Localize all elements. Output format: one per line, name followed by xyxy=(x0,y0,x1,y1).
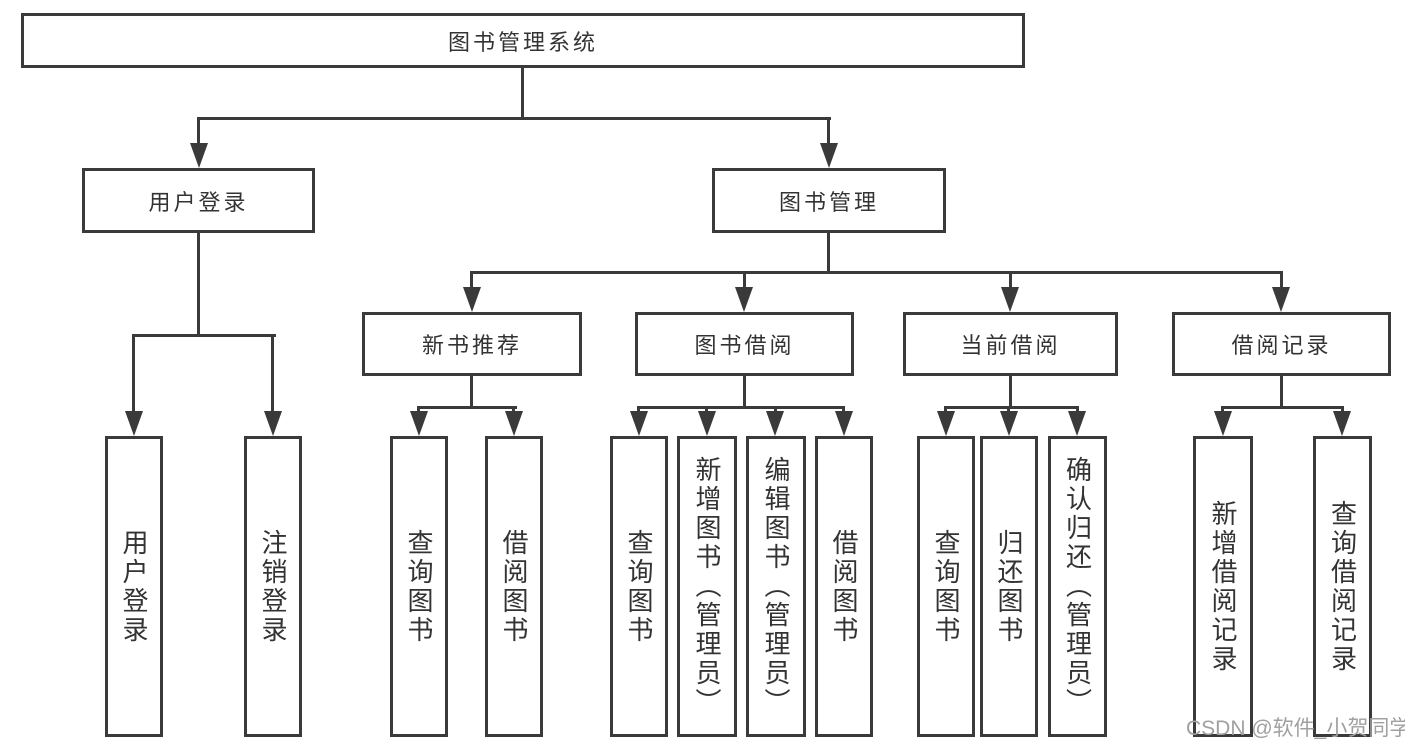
connector-line xyxy=(470,374,473,408)
arrow-down-icon xyxy=(1001,287,1019,312)
csdn-watermark: CSDN @软件_小贺同学 xyxy=(1186,717,1405,740)
node-new-book-recommend-label: 新书推荐 xyxy=(421,333,522,358)
connector-line xyxy=(1009,374,1012,408)
connector-line xyxy=(944,406,947,414)
connector-line xyxy=(1076,406,1079,414)
node-user-login: 用户登录 xyxy=(82,168,315,233)
connector-line xyxy=(470,271,473,289)
leaf-logout-label: 注销登录 xyxy=(258,528,288,645)
arrow-down-icon xyxy=(698,411,716,436)
leaf-borrow-borrow-books-label: 借阅图书 xyxy=(829,528,859,645)
arrow-down-icon xyxy=(264,411,282,436)
leaf-user-login-label: 用户登录 xyxy=(119,528,149,645)
arrow-down-icon xyxy=(630,411,648,436)
connector-line xyxy=(1221,406,1344,409)
leaf-current-return-books: 归还图书 xyxy=(980,436,1038,737)
leaf-current-query-books-label: 查询图书 xyxy=(931,528,961,645)
connector-line xyxy=(470,271,1283,274)
node-book-borrow: 图书借阅 xyxy=(635,312,854,376)
arrow-down-icon xyxy=(735,287,753,312)
connector-line xyxy=(197,117,831,120)
node-book-management: 图书管理 xyxy=(712,168,946,233)
leaf-borrow-add-books-admin-label: 新增图书（管理员） xyxy=(692,456,722,717)
connector-line xyxy=(743,374,746,408)
connector-line xyxy=(1341,406,1344,414)
node-current-borrow-label: 当前借阅 xyxy=(960,333,1061,358)
connector-line xyxy=(637,406,640,414)
connector-line xyxy=(743,271,746,289)
node-new-book-recommend: 新书推荐 xyxy=(362,312,582,376)
node-library-system-label: 图书管理系统 xyxy=(447,29,598,55)
leaf-current-confirm-return-admin-label: 确认归还（管理员） xyxy=(1062,456,1093,717)
leaf-records-add-record-label: 新增借阅记录 xyxy=(1208,499,1238,674)
connector-line xyxy=(1280,271,1283,289)
connector-line xyxy=(1009,271,1012,289)
connector-line xyxy=(271,334,274,412)
leaf-user-login: 用户登录 xyxy=(105,436,163,737)
connector-line xyxy=(842,406,845,414)
arrow-down-icon xyxy=(937,411,955,436)
arrow-down-icon xyxy=(835,411,853,436)
connector-line xyxy=(132,334,135,412)
leaf-borrow-edit-books-admin: 编辑图书（管理员） xyxy=(746,436,806,737)
connector-line xyxy=(197,230,200,336)
node-library-system: 图书管理系统 xyxy=(21,13,1025,68)
leaf-current-query-books: 查询图书 xyxy=(917,436,975,737)
connector-line xyxy=(1280,374,1283,408)
arrow-down-icon xyxy=(190,143,208,168)
leaf-records-query-record-label: 查询借阅记录 xyxy=(1327,499,1358,674)
connector-line xyxy=(705,406,708,414)
arrow-down-icon xyxy=(1333,411,1351,436)
leaf-newbooks-query-books: 查询图书 xyxy=(390,436,448,737)
leaf-logout: 注销登录 xyxy=(244,436,302,737)
connector-line xyxy=(132,334,276,337)
arrow-down-icon xyxy=(820,143,838,168)
leaf-newbooks-borrow-books-label: 借阅图书 xyxy=(499,528,529,645)
arrow-down-icon xyxy=(410,411,428,436)
connector-line xyxy=(1007,406,1010,414)
leaf-current-confirm-return-admin: 确认归还（管理员） xyxy=(1048,436,1107,737)
arrow-down-icon xyxy=(1000,411,1018,436)
connector-line xyxy=(827,230,830,273)
leaf-borrow-add-books-admin: 新增图书（管理员） xyxy=(677,436,737,737)
connector-line xyxy=(944,406,1079,409)
leaf-current-return-books-label: 归还图书 xyxy=(994,528,1024,645)
node-user-login-label: 用户登录 xyxy=(148,189,249,215)
node-current-borrow: 当前借阅 xyxy=(903,312,1118,376)
connector-line xyxy=(1221,406,1224,414)
connector-line xyxy=(417,406,420,414)
connector-line xyxy=(417,406,517,409)
node-book-borrow-label: 图书借阅 xyxy=(694,333,795,358)
connector-line xyxy=(521,65,524,119)
arrow-down-icon xyxy=(125,411,143,436)
leaf-newbooks-borrow-books: 借阅图书 xyxy=(485,436,543,737)
connector-line xyxy=(197,117,200,145)
node-borrow-records: 借阅记录 xyxy=(1172,312,1391,376)
arrow-down-icon xyxy=(463,287,481,312)
connector-line xyxy=(774,406,777,414)
connector-line xyxy=(637,406,845,409)
leaf-borrow-query-books: 查询图书 xyxy=(610,436,668,737)
arrow-down-icon xyxy=(505,411,523,436)
leaf-borrow-borrow-books: 借阅图书 xyxy=(815,436,873,737)
leaf-newbooks-query-books-label: 查询图书 xyxy=(404,528,434,645)
arrow-down-icon xyxy=(766,411,784,436)
connector-line xyxy=(512,406,515,414)
node-borrow-records-label: 借阅记录 xyxy=(1231,333,1332,358)
leaf-borrow-edit-books-admin-label: 编辑图书（管理员） xyxy=(761,456,791,717)
leaf-borrow-query-books-label: 查询图书 xyxy=(624,528,654,645)
leaf-records-query-record: 查询借阅记录 xyxy=(1313,436,1372,737)
node-book-management-label: 图书管理 xyxy=(778,189,879,215)
connector-line xyxy=(827,117,830,145)
leaf-records-add-record: 新增借阅记录 xyxy=(1193,436,1253,737)
arrow-down-icon xyxy=(1068,411,1086,436)
arrow-down-icon xyxy=(1214,411,1232,436)
arrow-down-icon xyxy=(1272,287,1290,312)
